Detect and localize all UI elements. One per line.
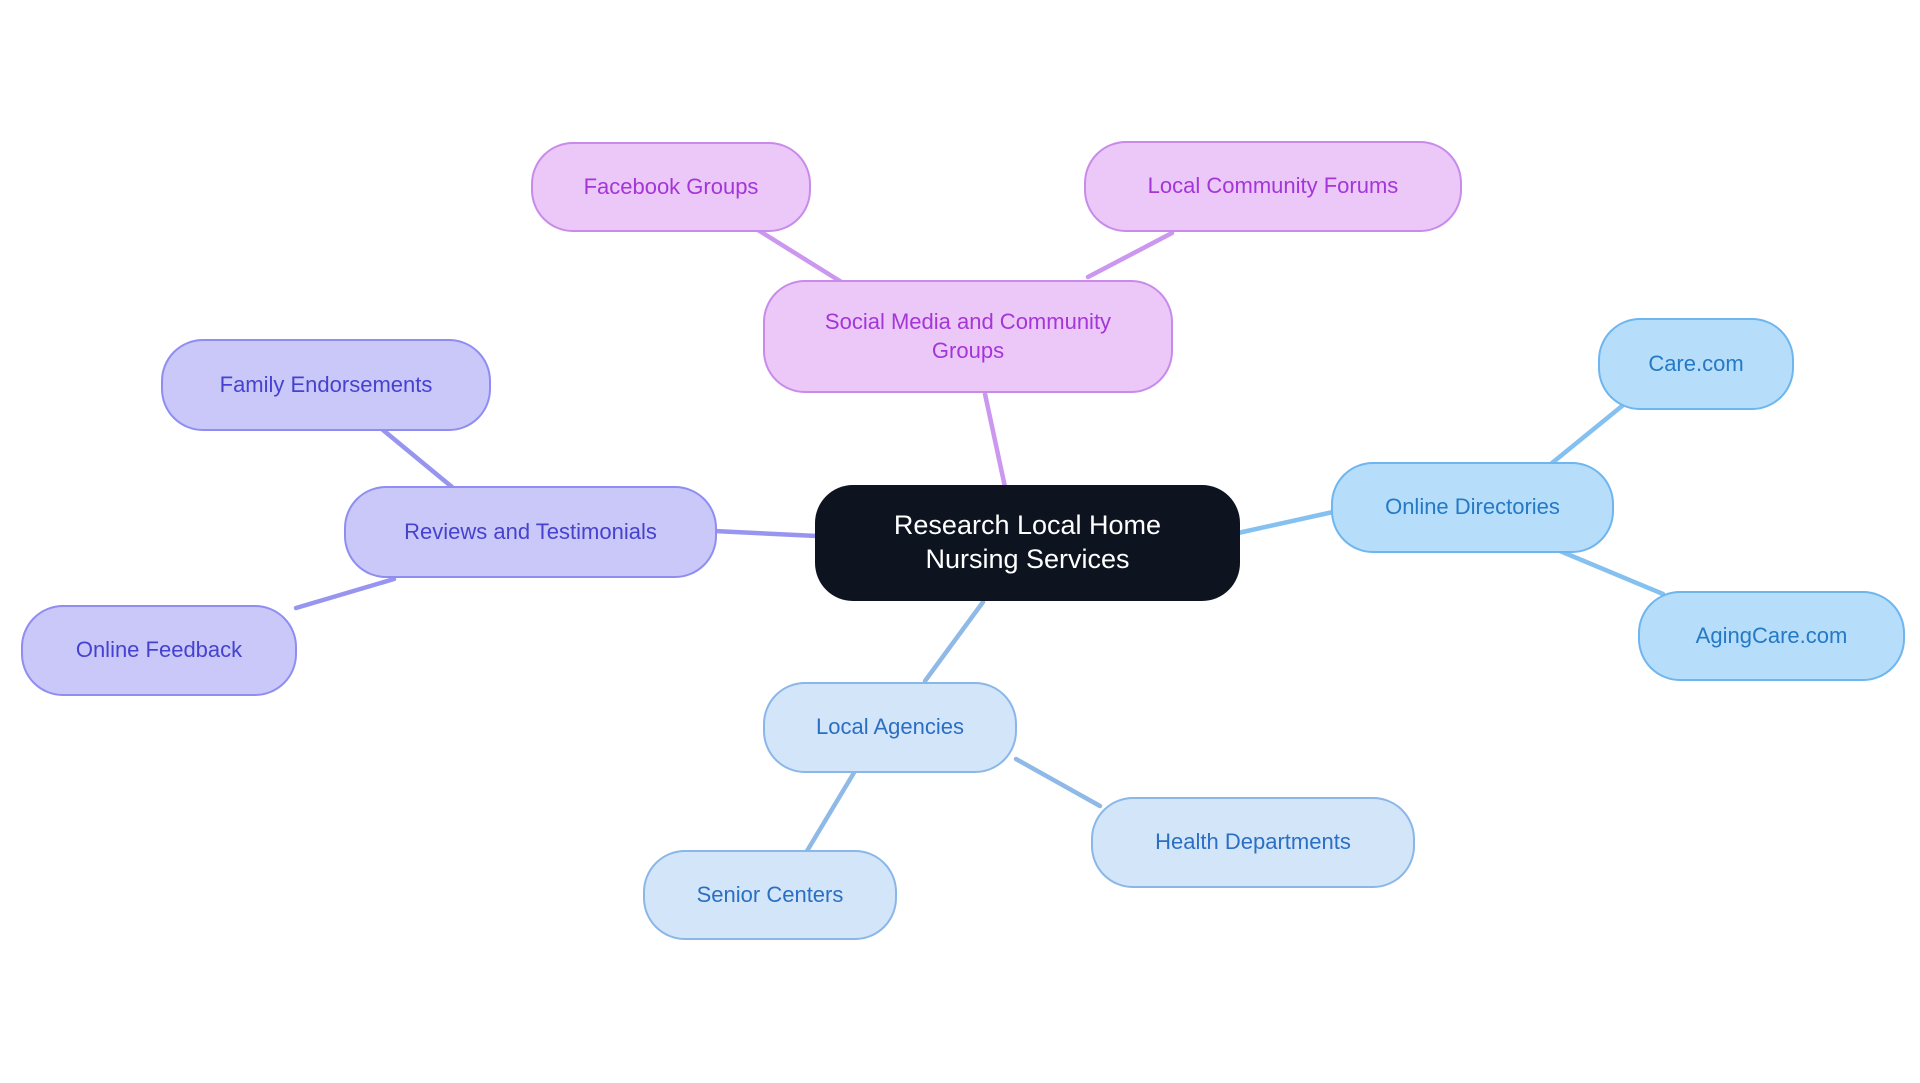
- edge-central-reviews: [711, 528, 820, 539]
- node-reviews-and-testimonials[interactable]: Reviews and Testimonials: [344, 486, 717, 578]
- node-local-community-forums[interactable]: Local Community Forums: [1084, 141, 1462, 232]
- edge-directories-aging: [1557, 548, 1666, 597]
- edge-social-forums: [1085, 230, 1175, 280]
- edge-central-agencies: [922, 599, 986, 684]
- edge-central-directories: [1235, 509, 1336, 536]
- node-senior-centers[interactable]: Senior Centers: [643, 850, 897, 940]
- edge-central-social: [982, 391, 1008, 490]
- node-care-com[interactable]: Care.com: [1598, 318, 1794, 410]
- node-social-media-and-community-groups[interactable]: Social Media and Community Groups: [763, 280, 1173, 393]
- node-agingcare-com[interactable]: AgingCare.com: [1638, 591, 1905, 681]
- node-online-directories[interactable]: Online Directories: [1331, 462, 1614, 553]
- edge-reviews-feedback: [293, 576, 397, 611]
- node-local-agencies[interactable]: Local Agencies: [763, 682, 1017, 773]
- node-facebook-groups[interactable]: Facebook Groups: [531, 142, 811, 232]
- node-research-local-home-nursing-services[interactable]: Research Local Home Nursing Services: [815, 485, 1240, 601]
- node-family-endorsements[interactable]: Family Endorsements: [161, 339, 491, 431]
- edge-agencies-health: [1013, 756, 1103, 809]
- node-health-departments[interactable]: Health Departments: [1091, 797, 1415, 888]
- edge-reviews-family: [380, 427, 455, 490]
- edge-social-facebook: [755, 227, 846, 286]
- edge-agencies-senior: [804, 768, 858, 854]
- edge-directories-care: [1549, 403, 1625, 466]
- node-online-feedback[interactable]: Online Feedback: [21, 605, 297, 696]
